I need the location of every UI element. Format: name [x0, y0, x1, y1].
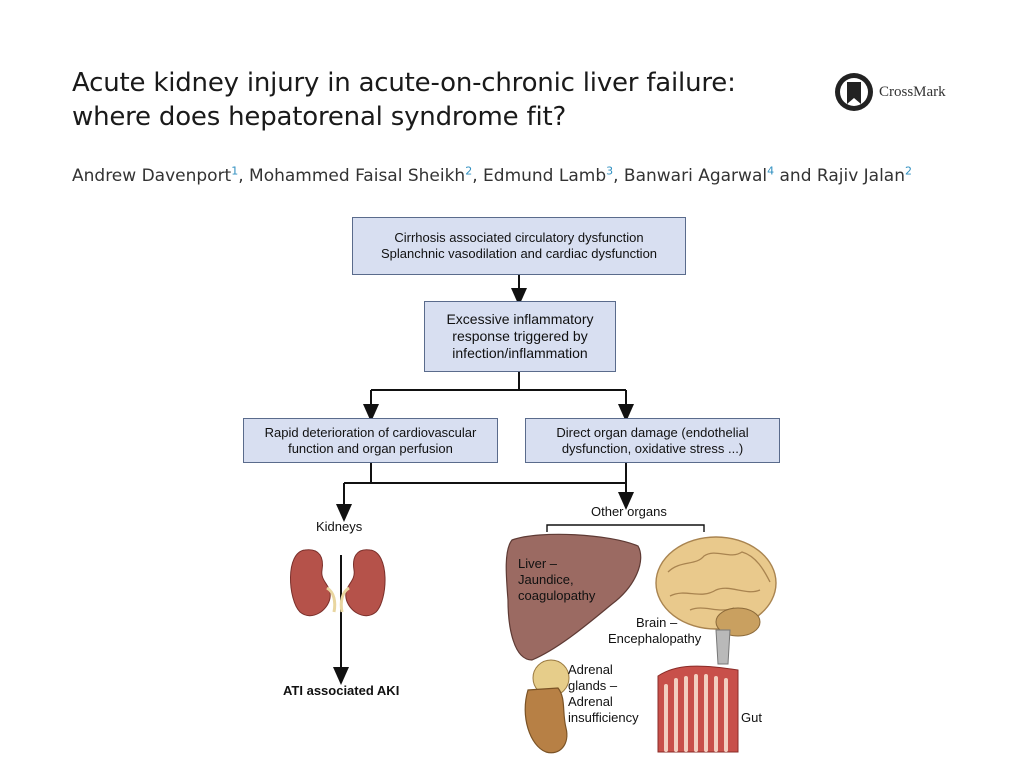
- author-affiliation: 3: [606, 164, 614, 178]
- author-name: Banwari Agarwal: [623, 166, 768, 186]
- crossmark-icon: [835, 73, 873, 111]
- other-organs-label: Other organs: [591, 504, 667, 519]
- author-affiliation: 1: [231, 164, 239, 178]
- author-affiliation: 2: [465, 164, 473, 178]
- article-title: Acute kidney injury in acute-on-chronic …: [72, 68, 736, 132]
- liver-icon: [505, 533, 642, 661]
- gut-label: Gut: [741, 710, 762, 725]
- author-name: Andrew Davenport: [72, 166, 232, 186]
- kidneys-label: Kidneys: [316, 519, 363, 534]
- author-affiliation: 4: [767, 164, 775, 178]
- author-name: Mohammed Faisal Sheikh: [249, 166, 466, 186]
- crossmark-badge[interactable]: CrossMark: [834, 70, 954, 116]
- author-name: Edmund Lamb: [483, 166, 607, 186]
- kidney-left-icon: [290, 549, 337, 617]
- gut-icon: [657, 665, 739, 753]
- liver-label: Liver – Jaundice, coagulopathy: [518, 556, 596, 603]
- box-circulatory-dysfunction: Cirrhosis associated circulatory dysfunc…: [352, 217, 686, 275]
- adrenal-gland-icon: [524, 659, 570, 754]
- aki-label: ATI associated AKI: [283, 683, 400, 698]
- author-name: Rajiv Jalan: [816, 166, 906, 186]
- brain-label: Brain – Encephalopathy: [608, 615, 702, 646]
- crossmark-label: CrossMark: [879, 84, 946, 100]
- kidney-right-icon: [339, 549, 386, 617]
- author-list: Andrew Davenport1, Mohammed Faisal Sheik…: [72, 164, 913, 186]
- adrenal-label: Adrenal glands – Adrenal insufficiency: [568, 662, 639, 725]
- author-affiliation: 2: [905, 164, 913, 178]
- brain-icon: [655, 536, 777, 665]
- other-organs-bracket: [546, 524, 705, 532]
